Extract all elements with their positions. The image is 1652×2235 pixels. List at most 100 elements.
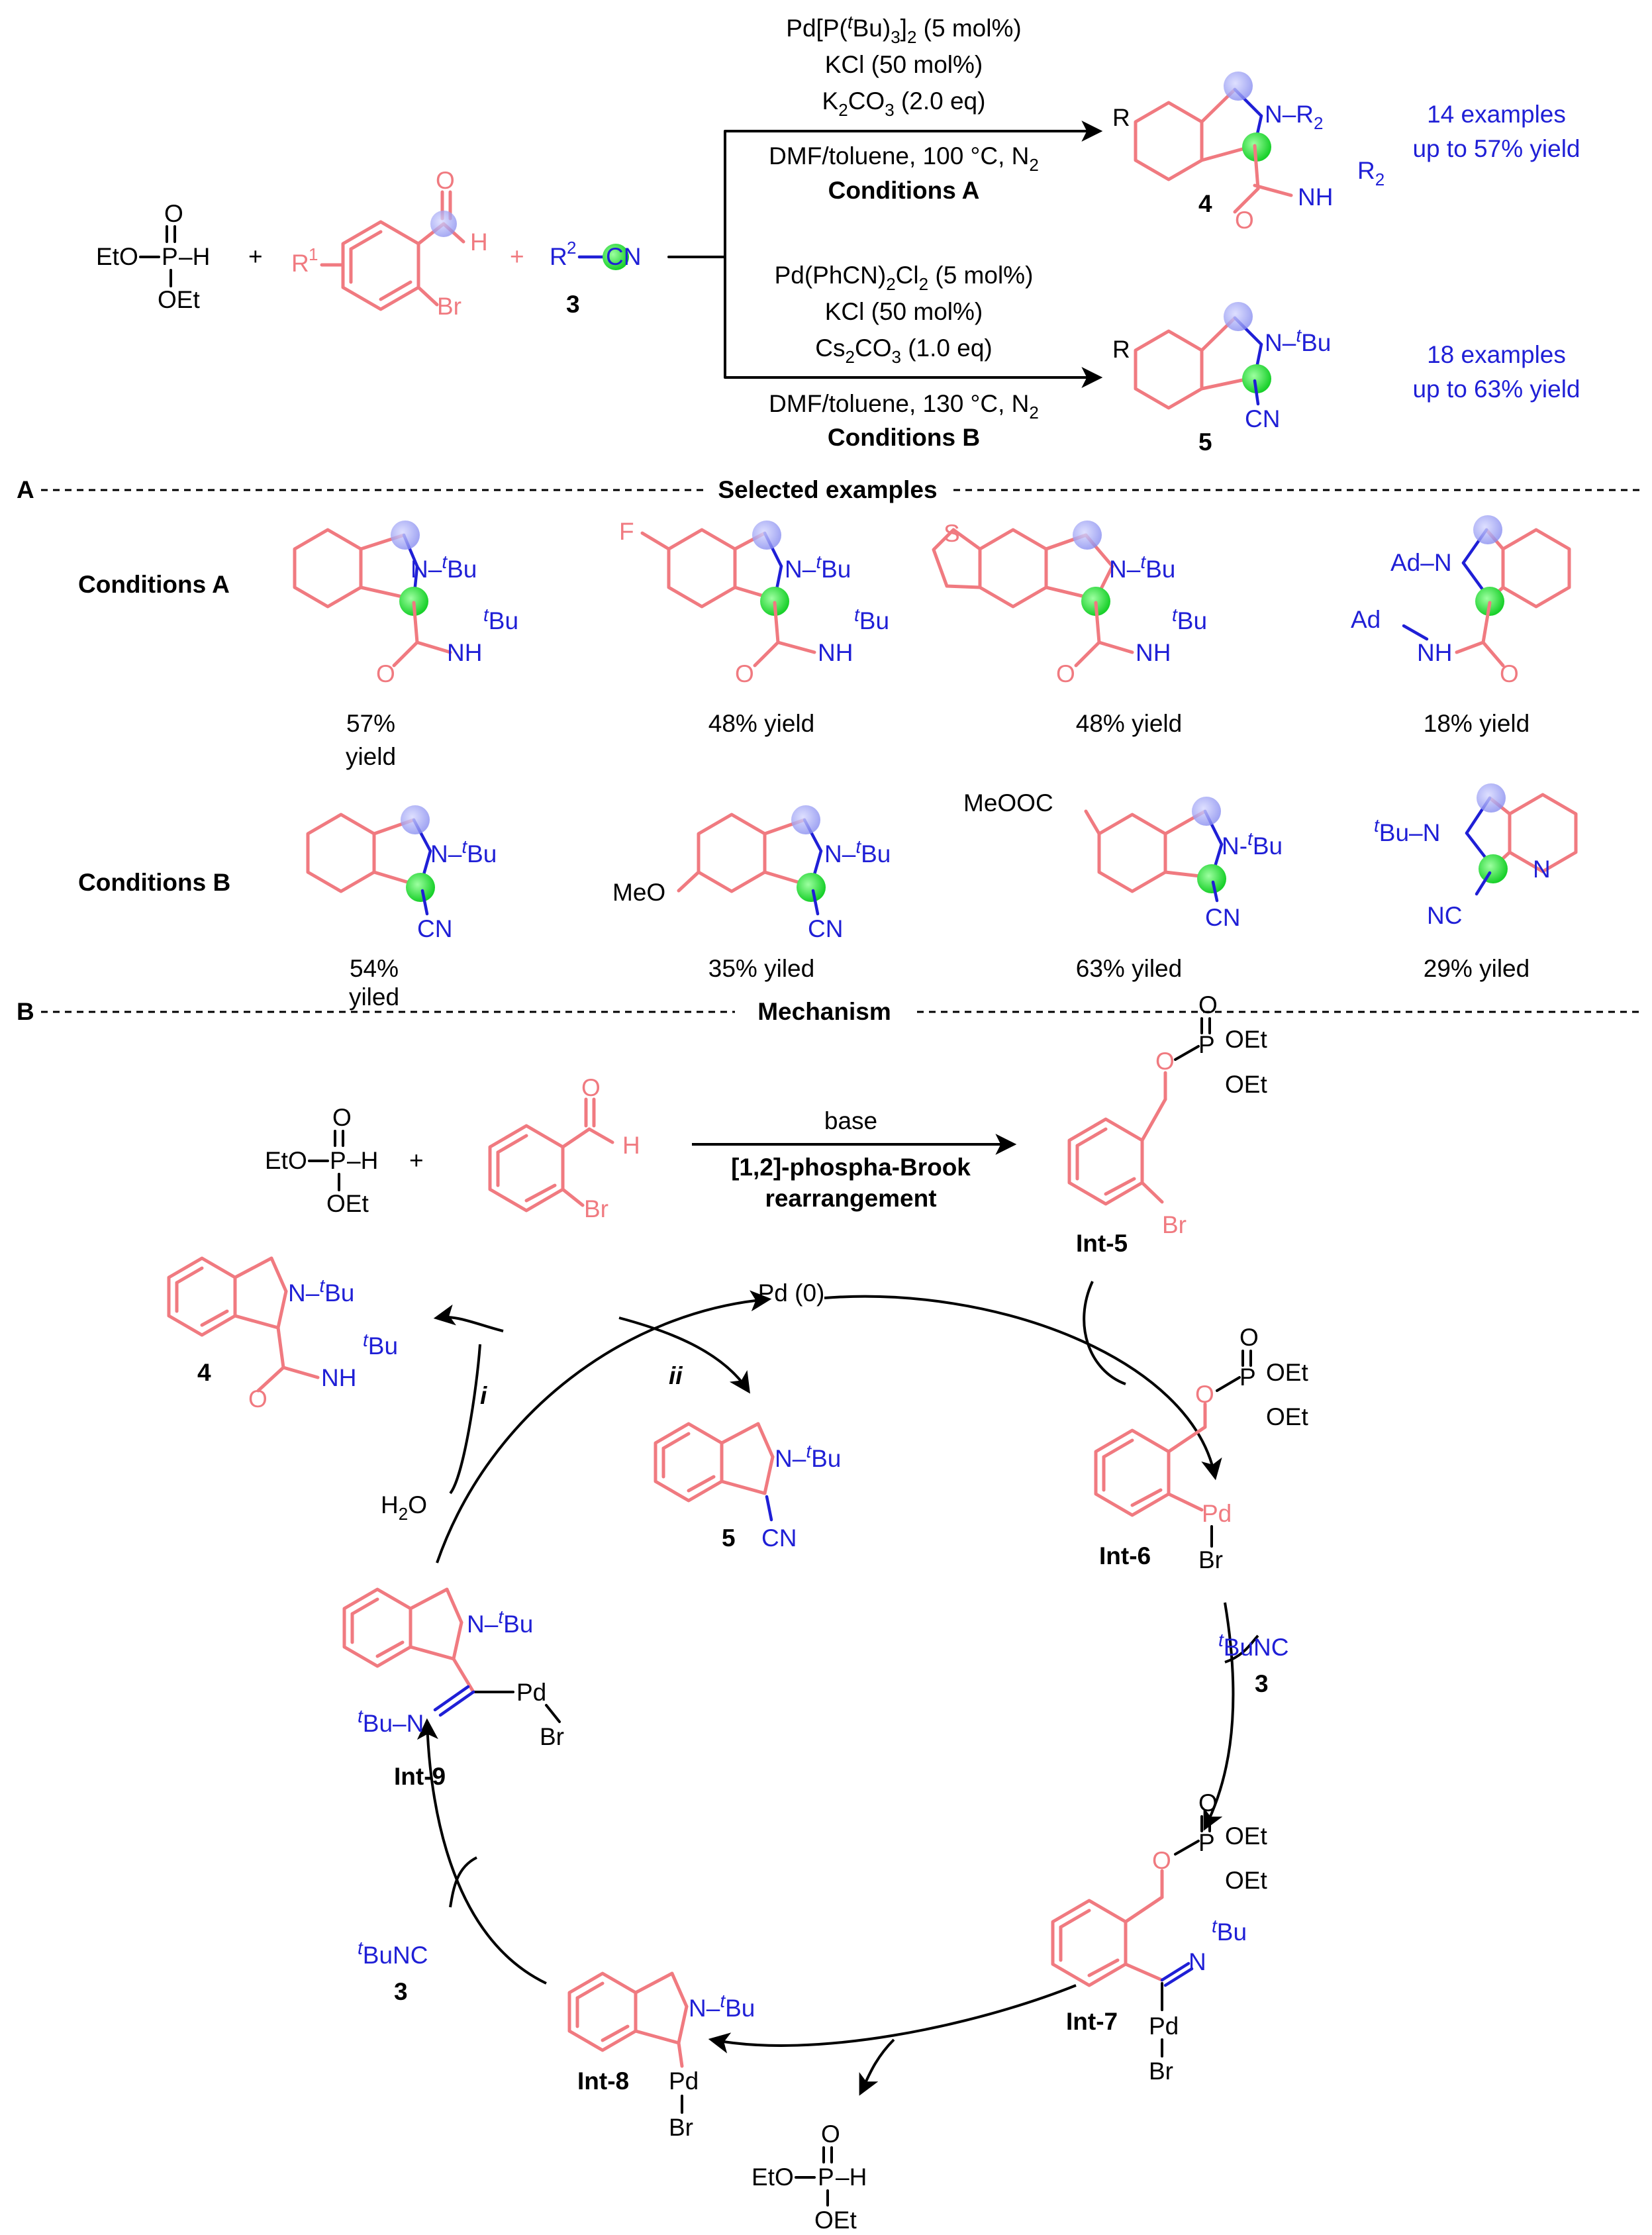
- svg-text:Int-9: Int-9: [394, 1763, 446, 1790]
- top-aldehyde: O H Br R 1: [291, 167, 488, 320]
- svg-text:OEt: OEt: [326, 1190, 369, 1217]
- svg-text:Pd: Pd: [669, 2067, 699, 2095]
- svg-text:O: O: [332, 1104, 352, 1131]
- svg-text:3: 3: [1255, 1670, 1269, 1697]
- svg-text:18 examples: 18 examples: [1427, 341, 1566, 368]
- example-b4: N tBu–N NC 29% yiled: [1374, 783, 1578, 982]
- svg-text:N–tBu: N–tBu: [467, 1607, 533, 1638]
- svg-text:N–tBu: N–tBu: [775, 1441, 841, 1472]
- svg-text:O: O: [1239, 1324, 1259, 1351]
- svg-text:18% yield: 18% yield: [1424, 710, 1530, 737]
- int-6: O P O OEt OEt Pd Br Int-6: [1094, 1324, 1308, 1573]
- svg-text:Br: Br: [1162, 1211, 1187, 1238]
- svg-text:N-tBu: N-tBu: [1222, 828, 1283, 860]
- svg-text:O: O: [436, 167, 455, 194]
- svg-text:R: R: [550, 243, 567, 270]
- svg-text:Int-6: Int-6: [1099, 1542, 1151, 1569]
- svg-text:S: S: [944, 520, 960, 547]
- svg-text:N: N: [1533, 856, 1551, 883]
- svg-text:tBuNC: tBuNC: [1218, 1630, 1288, 1661]
- svg-text:O: O: [1235, 207, 1254, 234]
- conditions-a: Pd[P(tBu)3]2 (5 mol%) KCl (50 mol%) K2CO…: [769, 12, 1039, 204]
- svg-text:ii: ii: [669, 1362, 683, 1389]
- svg-text:i: i: [480, 1382, 487, 1409]
- svg-text:R: R: [1112, 104, 1130, 131]
- svg-text:Br: Br: [584, 1195, 608, 1222]
- svg-text:Pd(PhCN)2Cl2 (5 mol%): Pd(PhCN)2Cl2 (5 mol%): [775, 262, 1034, 294]
- svg-text:P: P: [818, 2163, 834, 2191]
- svg-text:O: O: [376, 660, 395, 687]
- svg-text:MeO: MeO: [612, 879, 665, 906]
- example-a4: Ad–N O NH Ad 18% yield: [1351, 515, 1571, 737]
- svg-text:Conditions B: Conditions B: [828, 424, 980, 451]
- svg-text:N–tBu: N–tBu: [430, 836, 497, 868]
- svg-text:O: O: [821, 2120, 840, 2148]
- int-8: N–tBu Pd Br Int-8: [567, 1971, 755, 2141]
- svg-text:3: 3: [394, 1978, 408, 2005]
- svg-text:57%: 57%: [346, 710, 395, 737]
- svg-text:base: base: [824, 1107, 877, 1134]
- svg-text:K2CO3 (2.0 eq): K2CO3 (2.0 eq): [822, 87, 986, 120]
- svg-text:P: P: [1198, 1829, 1215, 1856]
- int-5: O P O OEt OEt Br Int-5: [1067, 991, 1267, 1257]
- released-phosphite: O EtO P –H OEt: [752, 2120, 867, 2234]
- svg-text:O: O: [248, 1385, 267, 1413]
- svg-text:O: O: [164, 200, 183, 227]
- example-a3: S N–tBu O NH tBu 48% yield: [932, 520, 1207, 737]
- int-9: N–tBu Pd Br tBu–N Int-9: [342, 1587, 564, 1790]
- svg-text:R: R: [291, 250, 309, 277]
- svg-text:Br: Br: [1149, 2058, 1173, 2085]
- svg-text:P: P: [1239, 1364, 1256, 1391]
- svg-text:P: P: [1198, 1031, 1215, 1058]
- svg-text:2: 2: [567, 238, 576, 258]
- svg-text:Br: Br: [437, 293, 462, 320]
- svg-text:NH: NH: [1417, 639, 1452, 666]
- svg-text:4: 4: [1198, 190, 1212, 217]
- svg-text:OEt: OEt: [1225, 1071, 1267, 1098]
- svg-text:+: +: [409, 1147, 424, 1174]
- svg-text:DMF/toluene, 130 °C, N2: DMF/toluene, 130 °C, N2: [769, 390, 1039, 422]
- svg-text:EtO: EtO: [96, 243, 138, 270]
- svg-text:O: O: [1500, 660, 1519, 687]
- svg-text:H: H: [470, 228, 488, 256]
- svg-text:P: P: [162, 243, 178, 270]
- svg-text:Br: Br: [540, 1723, 564, 1750]
- svg-text:N–tBu: N–tBu: [785, 552, 851, 583]
- svg-text:CN: CN: [1205, 904, 1240, 931]
- svg-text:tBu: tBu: [1172, 605, 1207, 634]
- svg-text:CN: CN: [417, 915, 452, 942]
- svg-text:3: 3: [566, 291, 580, 318]
- int-7: O P O OEt OEt N tBu Pd Br Int-7: [1051, 1789, 1267, 2085]
- section-b-letter: B: [17, 998, 34, 1025]
- svg-text:N–tBu: N–tBu: [689, 1991, 755, 2022]
- svg-text:–H: –H: [836, 2163, 867, 2191]
- svg-text:F: F: [619, 518, 634, 545]
- svg-text:O: O: [1155, 1048, 1175, 1075]
- svg-text:Br: Br: [669, 2114, 693, 2141]
- svg-text:N–R2: N–R2: [1265, 101, 1324, 133]
- section-b-title: Mechanism: [757, 998, 891, 1025]
- svg-text:NC: NC: [1427, 902, 1462, 929]
- svg-text:NH: NH: [1298, 183, 1333, 211]
- svg-text:Pd: Pd: [1202, 1500, 1232, 1527]
- svg-text:O: O: [1195, 1381, 1214, 1408]
- svg-text:EtO: EtO: [752, 2163, 794, 2191]
- svg-text:tBu: tBu: [483, 605, 518, 634]
- svg-text:N–tBu: N–tBu: [1109, 552, 1175, 583]
- svg-text:up to 57% yield: up to 57% yield: [1412, 135, 1580, 162]
- svg-text:Pd[P(tBu)3]2 (5 mol%): Pd[P(tBu)3]2 (5 mol%): [786, 12, 1021, 47]
- svg-text:tBu: tBu: [854, 605, 889, 634]
- cycle-product-5: N–tBu CN 5: [654, 1422, 841, 1552]
- svg-text:[1,2]-phospha-Brook: [1,2]-phospha-Brook: [731, 1154, 971, 1181]
- example-b2: MeO N–tBu CN 35% yiled: [612, 805, 891, 982]
- svg-text:N–tBu: N–tBu: [824, 836, 891, 868]
- product-4: R N–R2 O NH R2 4 14 examples up to 57% y…: [1112, 72, 1580, 234]
- svg-text:NH: NH: [321, 1364, 356, 1391]
- svg-text:Cs2CO3 (1.0 eq): Cs2CO3 (1.0 eq): [815, 334, 992, 367]
- svg-text:H2O: H2O: [381, 1491, 427, 1524]
- svg-text:N–tBu: N–tBu: [1265, 325, 1331, 356]
- svg-text:EtO: EtO: [265, 1147, 307, 1174]
- svg-text:5: 5: [722, 1524, 736, 1552]
- svg-text:CN: CN: [761, 1524, 797, 1552]
